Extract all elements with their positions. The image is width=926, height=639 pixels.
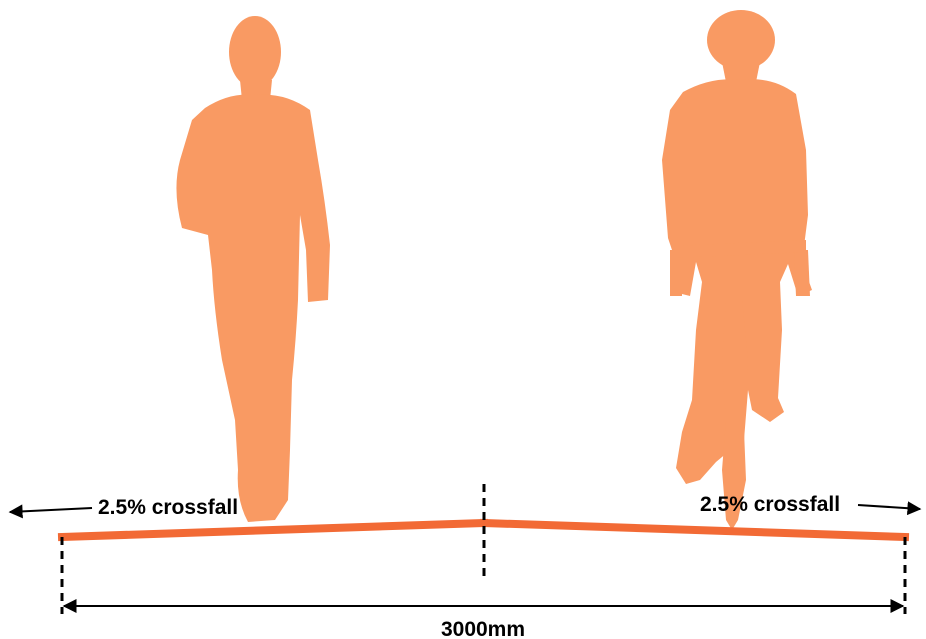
left-crossfall-label: 2.5% crossfall [98, 496, 238, 519]
cyclist-silhouette-icon [662, 10, 812, 530]
width-label: 3000mm [441, 618, 525, 639]
path-surface [57, 518, 910, 542]
right-crossfall-arrow [857, 501, 922, 516]
path-surface-left-slope [57, 518, 489, 542]
pedestrian-silhouette-icon [176, 16, 330, 523]
path-surface-right-slope [479, 518, 910, 542]
right-crossfall-label: 2.5% crossfall [700, 493, 840, 516]
left-crossfall-arrow [8, 504, 93, 519]
